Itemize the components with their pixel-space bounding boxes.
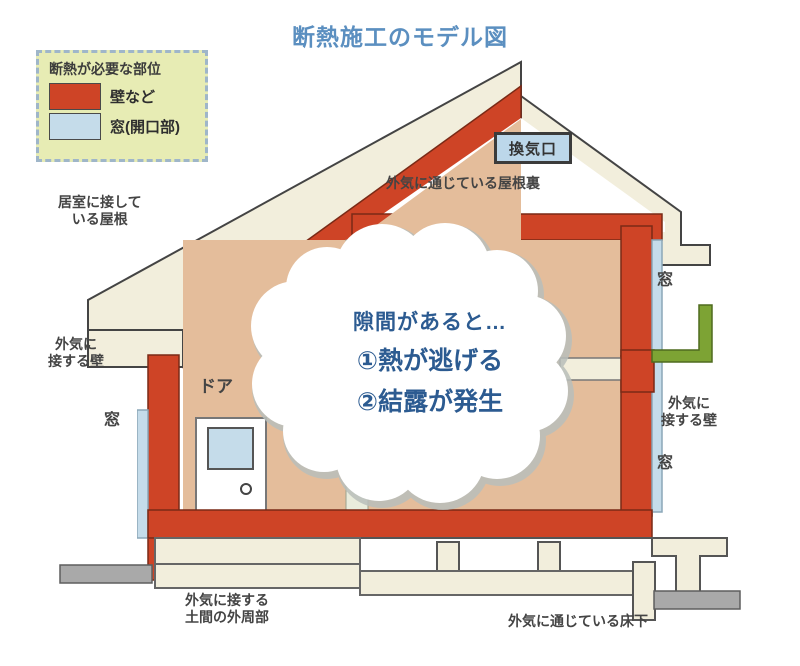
crawlspace-pier-2 — [537, 541, 561, 572]
door-knob — [240, 483, 252, 495]
page-title: 断熱施工のモデル図 — [292, 24, 508, 50]
crawlspace-pier-1 — [436, 541, 460, 572]
ground-line-right — [653, 590, 741, 610]
legend-item-wall: 壁など — [49, 83, 205, 110]
legend-label-window: 窓(開口部) — [110, 119, 180, 136]
legend-item-window: 窓(開口部) — [49, 113, 205, 140]
label-door: ドア — [199, 377, 233, 396]
vent-opening-box: 換気口 — [494, 132, 572, 164]
label-underfloor: 外気に通じている床下 — [508, 613, 648, 629]
label-doma-perimeter: 外気に接する 土間の外周部 — [185, 592, 269, 625]
label-roof-adjacent: 居室に接して いる屋根 — [58, 194, 142, 227]
crawlspace-void — [360, 538, 652, 576]
left-wall-window — [136, 409, 149, 539]
cloud-line-1: 隙間があると… — [353, 311, 507, 334]
label-attic: 外気に通じている屋根裏 — [386, 175, 540, 191]
label-right-window-top: 窓 — [657, 272, 674, 289]
doma-slab-upper — [154, 537, 361, 565]
legend-box: 断熱が必要な部位 壁など 窓(開口部) — [36, 50, 208, 162]
legend-heading: 断熱が必要な部位 — [49, 61, 161, 77]
thought-cloud — [251, 223, 574, 510]
ground-line-left — [59, 564, 153, 584]
right-foundation-tee — [651, 537, 728, 597]
green-eave-bracket — [651, 304, 713, 363]
legend-swatch-wall — [49, 83, 101, 110]
doma-slab-lower — [154, 563, 361, 589]
cloud-line-3: ②結露が発生 — [356, 388, 504, 416]
cloud-text-block: 隙間があると… ①熱が逃げる ②結露が発生 — [280, 250, 580, 500]
label-left-wall: 外気に 接する壁 — [48, 336, 104, 369]
label-right-window-bottom: 窓 — [657, 455, 674, 472]
label-right-wall: 外気に 接する壁 — [661, 395, 717, 428]
legend-label-wall: 壁など — [110, 89, 156, 106]
legend-swatch-window — [49, 113, 101, 140]
right-wall-node — [620, 349, 655, 393]
floor-insulation-band — [147, 509, 653, 539]
exterior-lower-left-mask — [0, 584, 148, 666]
door-window-pane — [207, 427, 254, 470]
cloud-line-2: ①熱が逃げる — [356, 347, 504, 375]
foundation-strip — [359, 570, 653, 596]
label-left-window: 窓 — [104, 412, 121, 429]
right-wall-insulation-upper — [620, 225, 653, 357]
right-foundation-post — [632, 561, 656, 621]
exterior-left-whitespace — [0, 370, 137, 570]
